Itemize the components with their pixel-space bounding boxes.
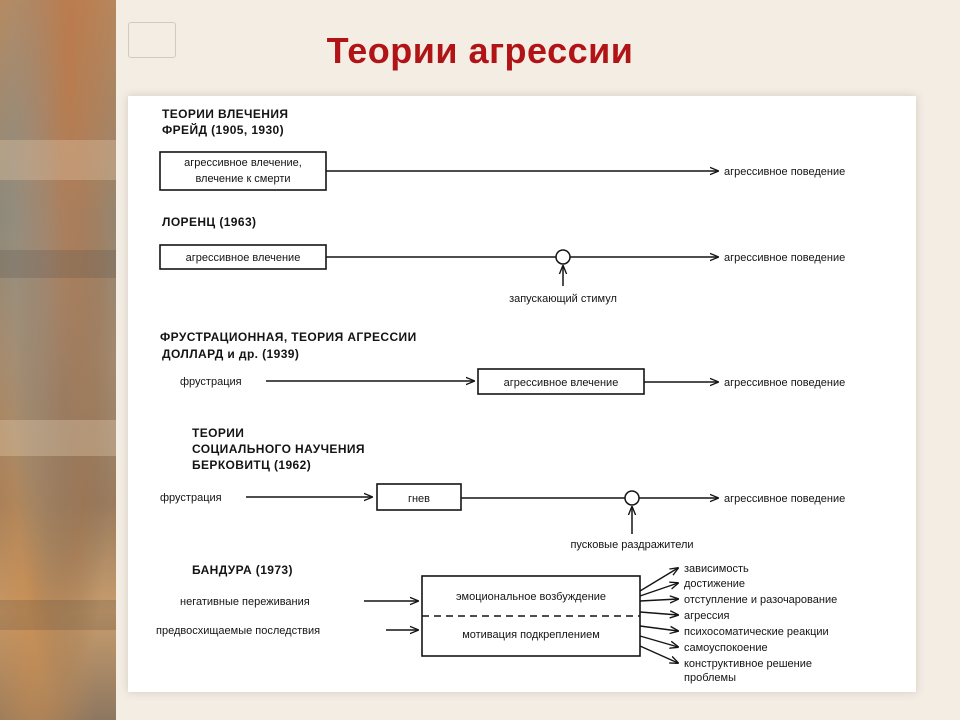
bandura-output-6: самоуспокоение [684,642,768,654]
bandura-box-bottom: мотивация подкреплением [462,629,600,641]
bandura-out-arrow-2 [639,583,678,597]
berkowitz-box-label: гнев [408,493,430,505]
bandura-out-arrow-7 [639,645,678,663]
theories-diagram: ТЕОРИИ ВЛЕЧЕНИЯ ФРЕЙД (1905, 1930) агрес… [156,107,845,684]
berkowitz-trigger-node [624,490,640,506]
decorative-painting [0,0,116,720]
lorenz-stimulus: запускающий стимул [509,293,617,305]
bandura-output-5: психосоматические реакции [684,626,829,638]
berkowitz-anger-box [376,483,462,511]
bandura-out-arrow-6 [639,635,678,647]
freud-box-line-1: агрессивное влечение, [184,157,302,169]
bandura-input-1: негативные переживания [180,596,310,608]
freud-box-line-2: влечение к смерти [195,173,290,185]
dollard-box-label: агрессивное влечение [504,377,619,389]
page-title: Теории агрессии [326,30,634,71]
freud-section: ТЕОРИИ ВЛЕЧЕНИЯ ФРЕЙД (1905, 1930) агрес… [159,107,845,191]
dollard-heading-1: ФРУСТРАЦИОННАЯ, ТЕОРИЯ АГРЕССИИ [160,330,417,344]
dollard-result: агрессивное поведение [724,377,845,389]
lorenz-trigger-node [555,249,571,265]
berkowitz-input: фрустрация [160,492,222,504]
berkowitz-heading-2: СОЦИАЛЬНОГО НАУЧЕНИЯ [192,442,365,456]
bandura-output-8: проблемы [684,672,736,684]
bandura-box-top: эмоциональное возбуждение [456,591,606,603]
bandura-out-arrow-5 [639,625,678,631]
dollard-input: фрустрация [180,376,242,388]
bandura-input-2: предвосхищаемые последствия [156,625,320,637]
berkowitz-section: ТЕОРИИ СОЦИАЛЬНОГО НАУЧЕНИЯ БЕРКОВИТЦ (1… [160,426,845,551]
bandura-out-arrow-3 [639,599,678,601]
lorenz-box-label: агрессивное влечение [186,252,301,264]
lorenz-result: агрессивное поведение [724,252,845,264]
bandura-section: БАНДУРА (1973) негативные переживания пр… [156,563,837,684]
bandura-output-7: конструктивное решение [684,658,812,670]
diagram-panel: ТЕОРИИ ВЛЕЧЕНИЯ ФРЕЙД (1905, 1930) агрес… [128,96,916,692]
bandura-heading: БАНДУРА (1973) [192,563,293,577]
bandura-output-3: отступление и разочарование [684,594,837,606]
berkowitz-result: агрессивное поведение [724,493,845,505]
bandura-output-4: агрессия [684,610,730,622]
dollard-heading-2: ДОЛЛАРД и др. (1939) [162,347,299,361]
berkowitz-stimulus: пусковые раздражители [570,539,693,551]
lorenz-heading: ЛОРЕНЦ (1963) [162,215,256,229]
bandura-out-arrow-1 [639,568,678,592]
bandura-out-arrow-4 [639,612,678,615]
bandura-output-2: достижение [684,578,745,590]
dollard-section: ФРУСТРАЦИОННАЯ, ТЕОРИЯ АГРЕССИИ ДОЛЛАРД … [160,330,845,395]
lorenz-section: ЛОРЕНЦ (1963) агрессивное влечение агрес… [159,215,845,305]
berkowitz-heading-1: ТЕОРИИ [192,426,244,440]
freud-result: агрессивное поведение [724,166,845,178]
watermark-stamp [128,22,176,58]
freud-heading-2: ФРЕЙД (1905, 1930) [162,122,284,137]
berkowitz-heading-3: БЕРКОВИТЦ (1962) [192,458,311,472]
freud-heading-1: ТЕОРИИ ВЛЕЧЕНИЯ [162,107,288,121]
bandura-output-1: зависимость [684,563,749,575]
